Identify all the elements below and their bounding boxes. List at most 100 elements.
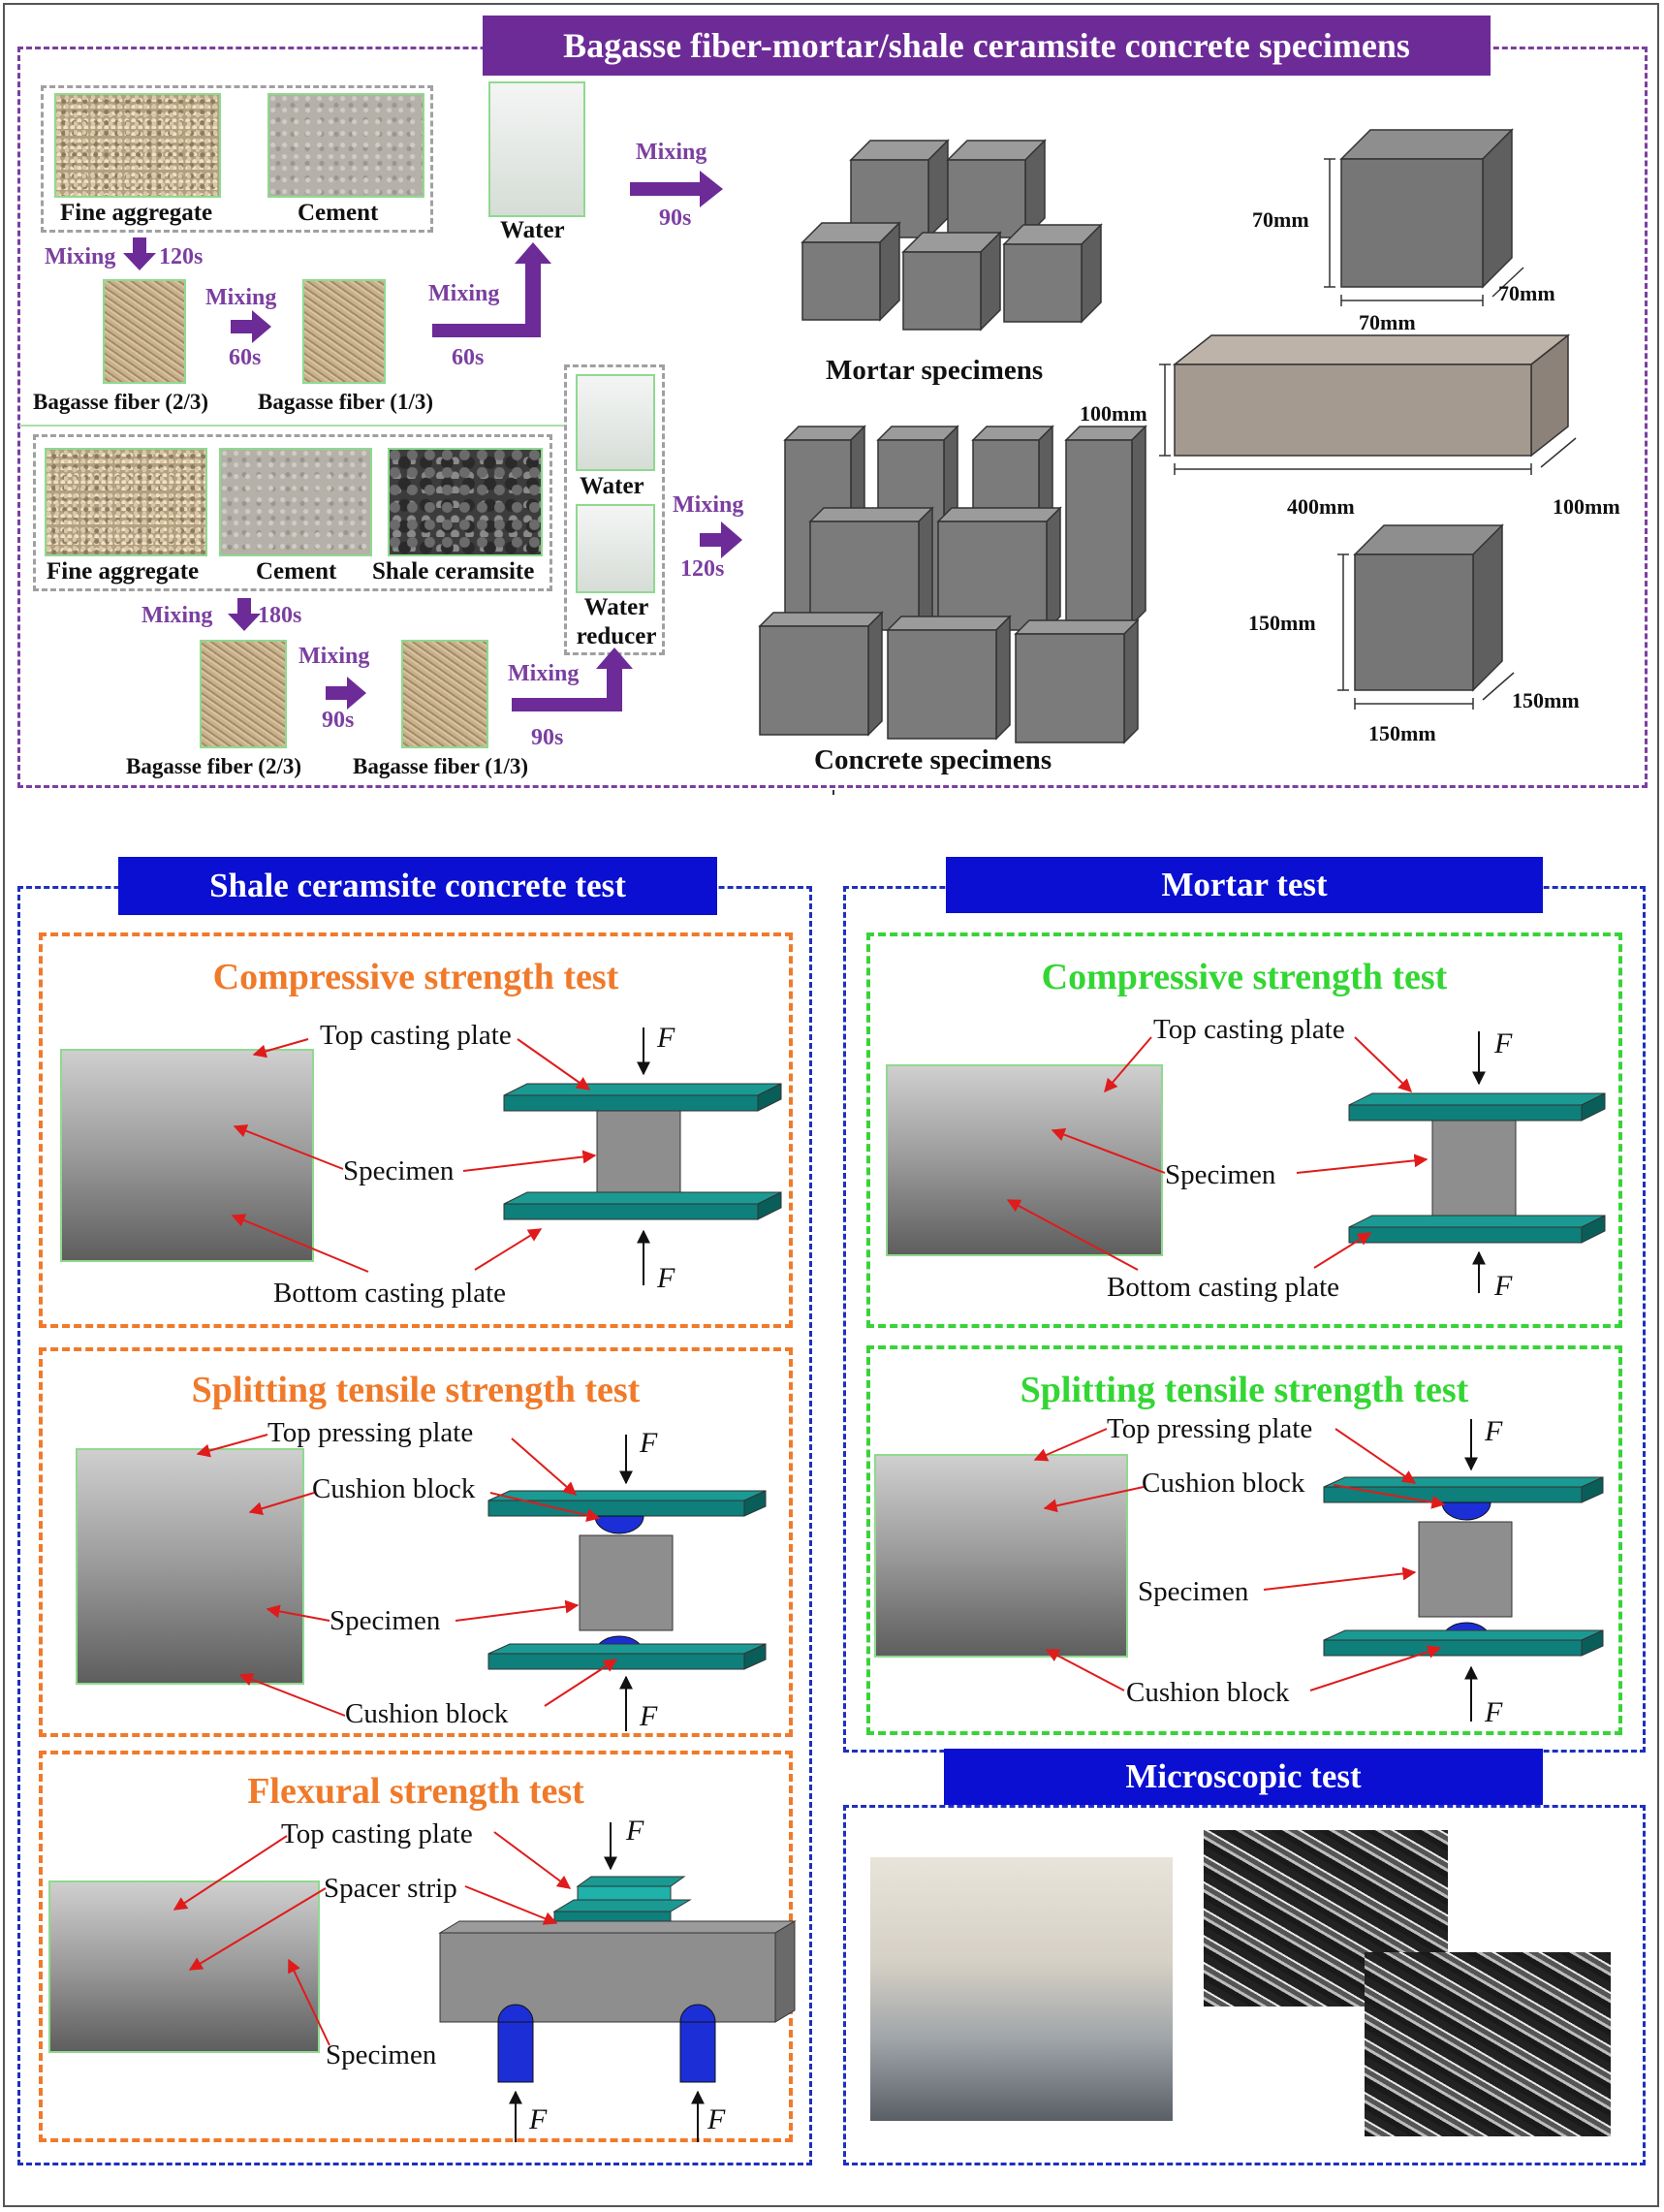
dim-label: 70mm — [1252, 207, 1309, 232]
right-arrow-icon — [326, 677, 366, 710]
splitting-diagram — [487, 1435, 767, 1731]
mixing-label: Mixing — [508, 661, 580, 686]
mixing-time: 90s — [659, 205, 692, 231]
fine-aggregate-photo — [45, 448, 207, 556]
concrete-test-title: Shale ceramsite concrete test — [118, 857, 717, 915]
dim-label: 100mm — [1553, 494, 1620, 519]
dim-label: 400mm — [1287, 494, 1355, 519]
compression-machine-photo — [886, 1064, 1163, 1256]
mortar-test-title: Mortar test — [946, 857, 1543, 913]
top-plate-label: Top casting plate — [320, 1020, 512, 1051]
dim-label: 150mm — [1368, 721, 1436, 745]
mixing-time: 120s — [680, 556, 725, 582]
bagasse-fiber-photo — [401, 640, 488, 748]
red-pointer-lines — [1006, 1036, 1429, 1271]
support-roller — [679, 2004, 716, 2083]
cube-150mm — [1337, 523, 1515, 710]
bottom-plate-label: Bottom casting plate — [1107, 1272, 1340, 1303]
red-pointer-lines — [196, 1434, 618, 1717]
cube-70mm — [1324, 128, 1524, 306]
splitting-fixture-photo — [76, 1448, 304, 1685]
support-roller — [497, 2004, 534, 2083]
specimen-label: Specimen — [343, 1155, 455, 1186]
top-plate-label: Top pressing plate — [267, 1417, 474, 1448]
mixing-time: 180s — [258, 603, 302, 628]
cement-photo — [267, 93, 424, 198]
force-label: F — [640, 1700, 658, 1732]
water-reducer-label: Water reducer — [576, 594, 657, 649]
concrete-specimens-label: Concrete specimens — [814, 744, 1052, 775]
specimen-label: Specimen — [1165, 1159, 1276, 1190]
shale-ceramsite-label: Shale ceramsite — [372, 558, 535, 585]
top-plate-label: Top casting plate — [281, 1818, 473, 1849]
splitting-diagram — [1323, 1419, 1604, 1722]
cushion-block — [1441, 1501, 1491, 1521]
dim-label: 100mm — [1080, 401, 1147, 426]
bagasse-fiber-photo — [103, 279, 186, 384]
fine-aggregate-label: Fine aggregate — [60, 200, 213, 226]
cement-label: Cement — [298, 200, 379, 226]
water-beaker-photo — [576, 374, 655, 471]
separator-line — [19, 425, 567, 427]
water-beaker-photo — [488, 81, 585, 217]
panel-title: Flexural strength test — [247, 1771, 584, 1812]
splitting-fixture-photo — [874, 1454, 1128, 1658]
concrete-dry-group — [33, 434, 552, 591]
mixing-time: 120s — [159, 244, 204, 269]
cushion-label: Cushion block — [1142, 1468, 1305, 1499]
bagasse-fiber-label: Bagasse fiber (1/3) — [353, 754, 529, 778]
compressive-diagram — [1348, 1031, 1606, 1293]
purple-arrows — [123, 171, 742, 711]
dim-label: 150mm — [1512, 688, 1580, 712]
concrete-compressive-panel — [39, 932, 793, 1328]
red-pointer-lines — [173, 1831, 572, 2046]
bend-arrow-icon — [512, 648, 633, 711]
red-pointer-lines — [231, 1038, 597, 1273]
mixing-label: Mixing — [428, 281, 500, 306]
mixing-label: Mixing — [205, 285, 277, 310]
down-arrow-icon — [228, 598, 261, 631]
force-label: F — [640, 1427, 658, 1459]
force-label: F — [1494, 1027, 1513, 1059]
red-pointer-lines — [1033, 1428, 1446, 1691]
mortar-dry-group — [41, 85, 433, 233]
down-arrow-icon — [123, 237, 156, 270]
force-label: F — [1485, 1696, 1503, 1728]
shale-ceramsite-photo — [388, 448, 543, 556]
panel-title: Splitting tensile strength test — [1020, 1370, 1469, 1410]
concrete-splitting-panel — [39, 1347, 793, 1737]
water-reducer-photo — [576, 504, 655, 593]
micro-test-section — [843, 1805, 1646, 2165]
bagasse-fiber-label: Bagasse fiber (2/3) — [33, 390, 209, 414]
mixing-time: 60s — [452, 345, 485, 370]
bagasse-fiber-label: Bagasse fiber (2/3) — [126, 754, 302, 778]
cement-photo — [219, 448, 372, 556]
dim-label: 150mm — [1248, 611, 1316, 635]
compression-machine-photo — [60, 1049, 314, 1262]
cushion-label: Cushion block — [345, 1698, 509, 1729]
bagasse-fiber-photo — [302, 279, 386, 384]
mixing-time: 90s — [322, 708, 355, 733]
mixing-label: Mixing — [636, 140, 707, 165]
specimen-label: Specimen — [326, 2039, 437, 2070]
force-label: F — [657, 1022, 675, 1054]
flexural-diagram — [438, 1822, 797, 2142]
sem-image — [1365, 1952, 1611, 2136]
mixing-label: Mixing — [673, 492, 744, 518]
bagasse-fiber-photo — [200, 640, 287, 748]
water-label: Water — [580, 473, 644, 499]
panel-title: Compressive strength test — [212, 957, 619, 997]
mixing-label: Mixing — [45, 244, 116, 269]
sem-lab-photo — [870, 1857, 1173, 2121]
bagasse-fiber-label: Bagasse fiber (1/3) — [258, 390, 434, 414]
bend-arrow-icon — [432, 242, 551, 337]
cushion-label: Cushion block — [1126, 1677, 1290, 1708]
mixing-time: 60s — [229, 345, 262, 370]
spacer-label: Spacer strip — [324, 1873, 457, 1904]
force-label: F — [1485, 1415, 1503, 1447]
concrete-specimens — [758, 425, 1147, 744]
test-diagrams — [173, 1027, 1606, 2142]
right-arrow-icon — [231, 310, 271, 343]
compressive-diagram — [503, 1027, 782, 1285]
force-label: F — [1494, 1270, 1513, 1302]
